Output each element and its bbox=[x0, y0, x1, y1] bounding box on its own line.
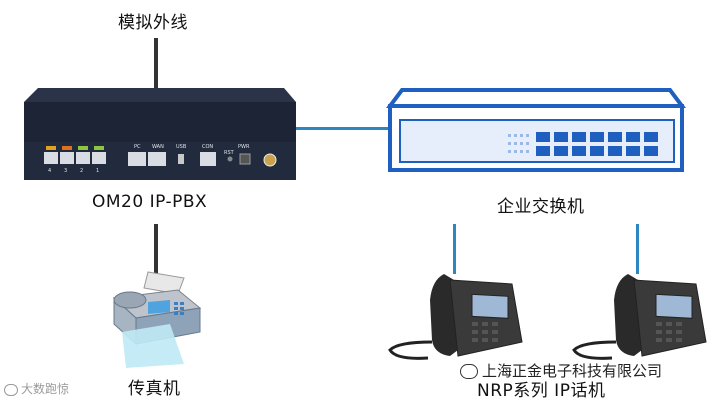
port-number: 4 bbox=[48, 168, 51, 174]
port-number: 2 bbox=[80, 168, 83, 174]
port-number: 1 bbox=[96, 168, 99, 174]
con-label: CON bbox=[202, 144, 213, 150]
fax-trunk-line bbox=[154, 224, 158, 274]
fax-machine-icon bbox=[108, 272, 208, 368]
pc-label: PC bbox=[134, 144, 141, 150]
phone2-link bbox=[636, 224, 639, 274]
pbx-device: 4 3 2 1 PC WAN USB CON RST PWR bbox=[24, 88, 296, 180]
pbx-label: OM20 IP-PBX bbox=[92, 192, 207, 212]
rst-label: RST bbox=[224, 150, 234, 156]
fax-label: 传真机 bbox=[128, 374, 181, 399]
watermark-left-text: 大数跑惊 bbox=[21, 382, 69, 396]
pbx-port-labels: 4 3 2 1 PC WAN USB CON RST PWR bbox=[24, 88, 296, 180]
analog-trunk-line bbox=[154, 38, 158, 88]
usb-label: USB bbox=[176, 144, 186, 150]
ip-phones-label: NRP系列 IP话机 bbox=[477, 376, 605, 401]
watermark-left: 大数跑惊 bbox=[4, 380, 69, 397]
pwr-label: PWR bbox=[238, 144, 249, 150]
enterprise-switch-icon bbox=[388, 90, 684, 174]
analog-trunk-label: 模拟外线 bbox=[118, 8, 188, 33]
ip-phone-icon bbox=[572, 270, 712, 362]
weibo-icon bbox=[4, 384, 18, 396]
wan-label: WAN bbox=[152, 144, 164, 150]
enterprise-switch-label: 企业交换机 bbox=[497, 192, 585, 217]
port-number: 3 bbox=[64, 168, 67, 174]
ip-phone-icon bbox=[388, 270, 528, 362]
phone1-link bbox=[453, 224, 456, 274]
wechat-icon bbox=[460, 364, 478, 379]
pbx-switch-link bbox=[296, 127, 388, 130]
